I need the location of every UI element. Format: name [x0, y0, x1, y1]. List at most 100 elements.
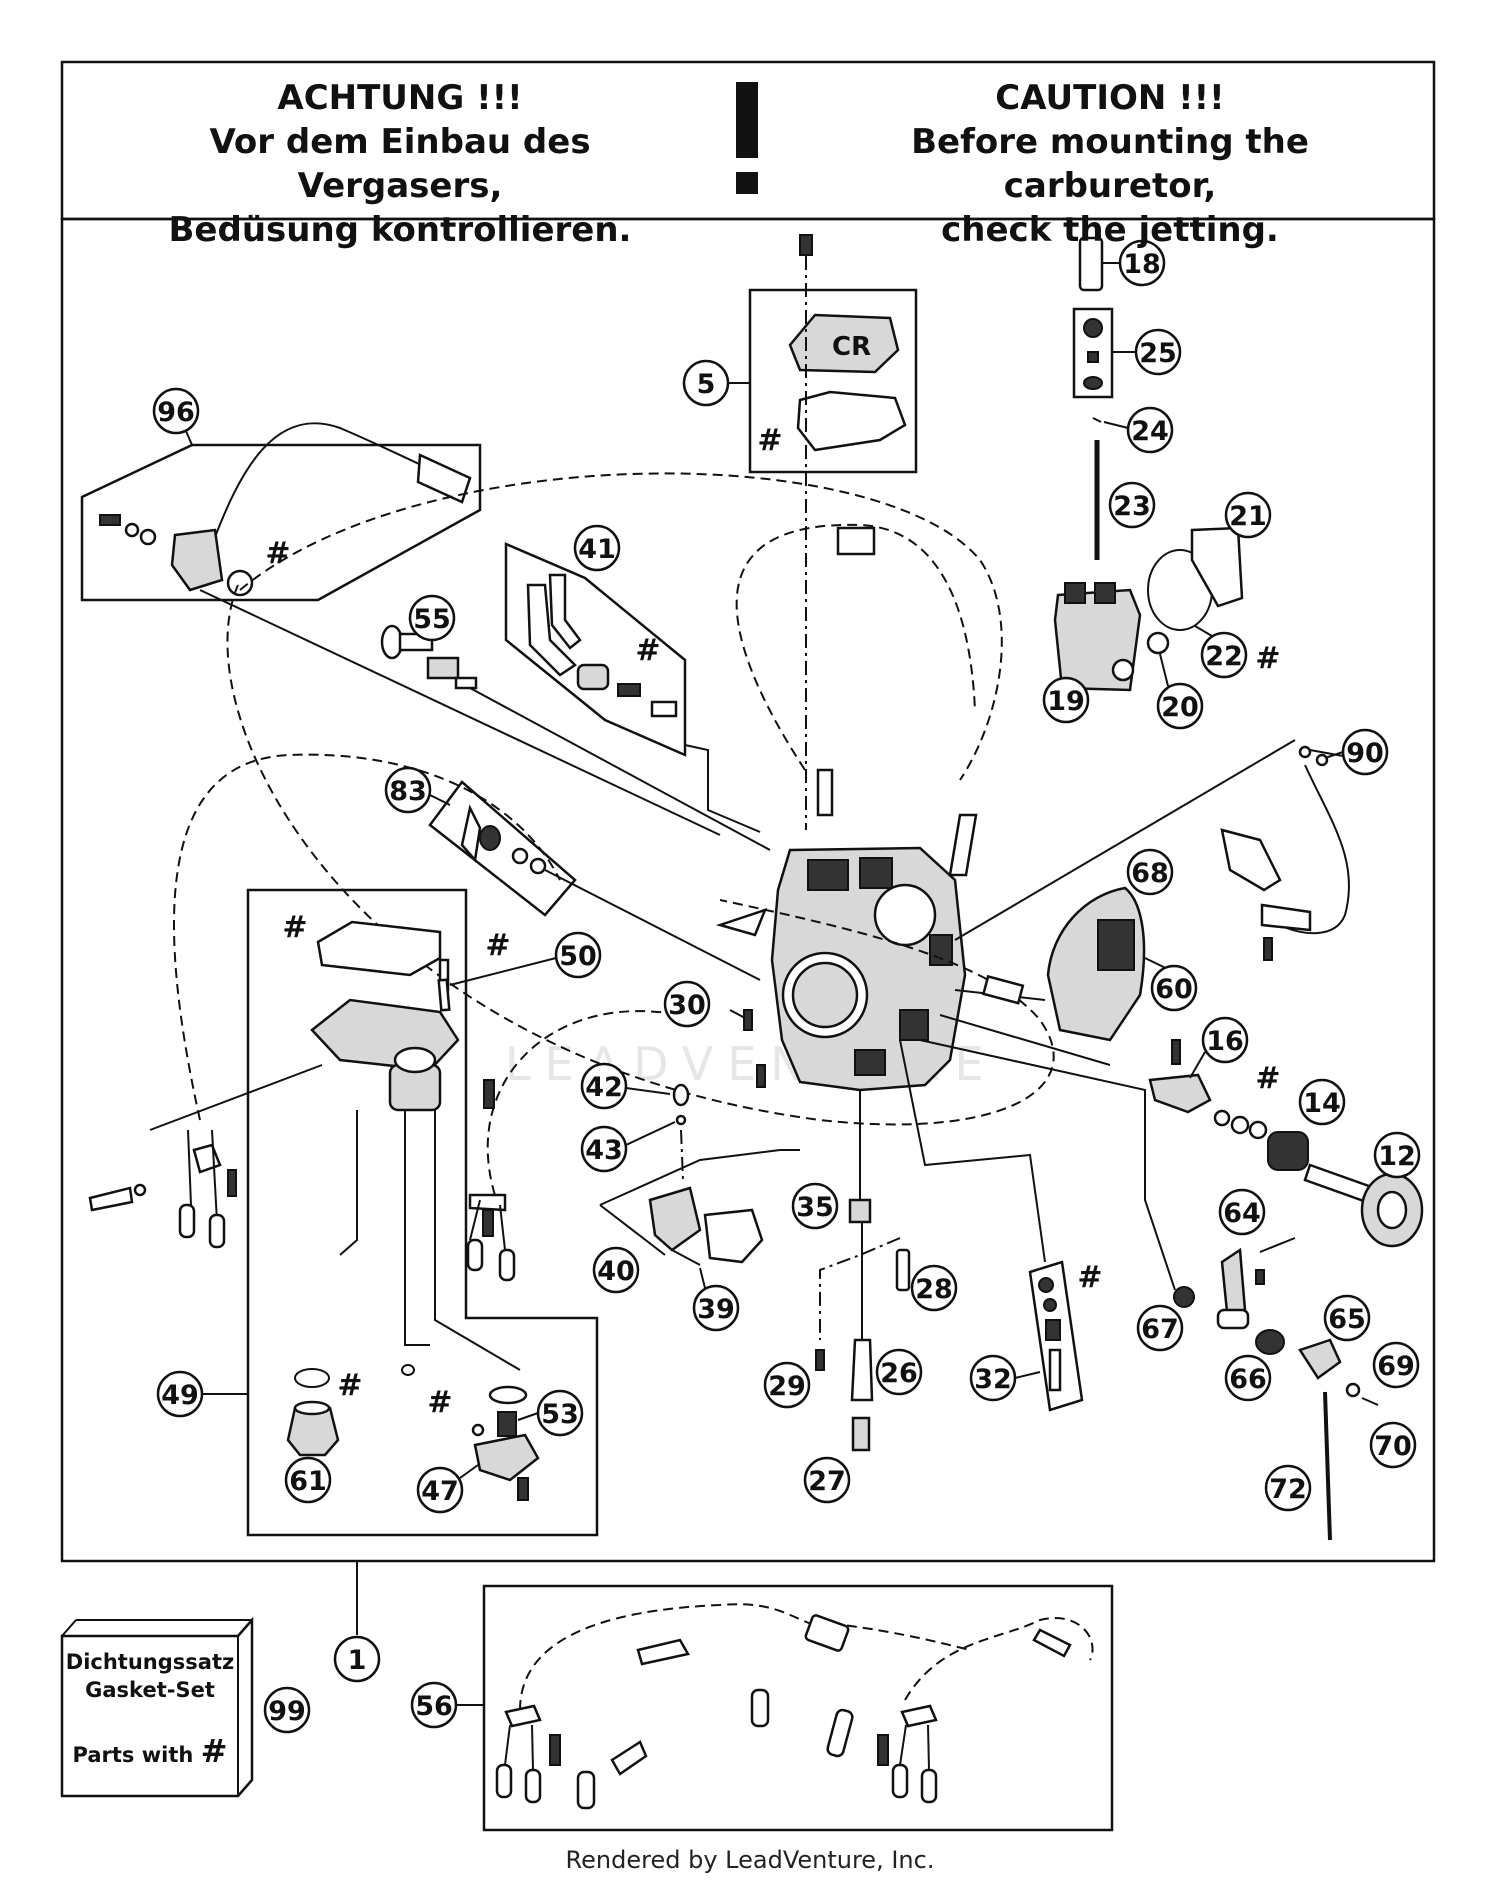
callout-24: 24: [1103, 406, 1174, 454]
callout-19: 19: [1042, 676, 1090, 724]
callout-67: 67: [1136, 1304, 1184, 1352]
part-49-box: [246, 888, 599, 1537]
svg-text:67: 67: [1141, 1314, 1179, 1345]
part-28-screw: [895, 1248, 911, 1292]
part-16-bracket: [1148, 1073, 1212, 1114]
callout-29: 29: [763, 1361, 811, 1409]
callout-30: 30: [663, 980, 711, 1028]
callout-41: 41: [573, 524, 621, 572]
svg-text:72: 72: [1269, 1474, 1307, 1505]
gasket-marker: #: [1255, 641, 1280, 676]
gasket-marker: #: [635, 633, 660, 668]
svg-text:69: 69: [1377, 1351, 1415, 1382]
callout-40: 40: [592, 1246, 640, 1294]
gasket-set-label: Dichtungssatz Gasket-Set KTM Parts with …: [62, 1648, 238, 1772]
gasket-set-line3: Parts with: [72, 1743, 194, 1767]
gasket-marker: #: [427, 1385, 452, 1420]
svg-text:42: 42: [585, 1072, 623, 1103]
svg-text:30: 30: [668, 990, 706, 1021]
callout-16: 16: [1189, 1016, 1249, 1079]
svg-text:43: 43: [585, 1135, 623, 1166]
part-35-jet-holder: [848, 1198, 872, 1224]
svg-text:32: 32: [974, 1364, 1012, 1395]
callout-39: 39: [692, 1267, 740, 1332]
svg-text:16: 16: [1206, 1026, 1244, 1057]
svg-text:22: 22: [1205, 641, 1243, 672]
part-90-cable: [1279, 764, 1350, 935]
callout-64: 64: [1218, 1188, 1266, 1236]
callout-72: 72: [1264, 1464, 1312, 1512]
fitting-pipe: [948, 813, 978, 877]
part-26-needle-jet: [850, 1338, 874, 1402]
callout-96: 96: [152, 387, 200, 446]
part-47-cover: [473, 1433, 540, 1482]
part-83-box: [428, 780, 577, 917]
callout-53: 53: [517, 1389, 584, 1437]
part-32-box: [1028, 1260, 1084, 1412]
part-29-pilot-jet: [815, 1349, 825, 1371]
cover-cr-label: CR: [832, 332, 871, 362]
svg-text:61: 61: [289, 1466, 327, 1497]
gasket-set-line2: Gasket-Set: [85, 1678, 215, 1702]
callout-26: 26: [875, 1348, 923, 1396]
part-20-washer: [1146, 631, 1170, 655]
callout-5: 5: [682, 359, 750, 407]
callout-65: 65: [1323, 1294, 1371, 1342]
svg-text:1: 1: [348, 1645, 367, 1676]
svg-text:27: 27: [808, 1466, 846, 1497]
part-72-rod: [1323, 1391, 1332, 1541]
part-65-block: [1298, 1338, 1342, 1380]
callout-55: 55: [408, 594, 456, 642]
callout-99: 99: [263, 1686, 311, 1734]
part-56-box: [482, 1584, 1114, 1832]
gasket-marker: #: [337, 1368, 362, 1403]
part-96-cable: [211, 422, 433, 546]
svg-text:24: 24: [1131, 416, 1169, 447]
warning-german-heading: ACHTUNG !!!: [277, 78, 523, 118]
svg-text:14: 14: [1303, 1088, 1341, 1119]
warning-english: CAUTION !!! Before mounting the carburet…: [830, 76, 1390, 252]
part-53-oring: [488, 1385, 528, 1405]
callout-22: 22: [1194, 625, 1248, 679]
part-5-box: [748, 288, 918, 474]
svg-text:55: 55: [413, 604, 451, 635]
svg-text:20: 20: [1161, 692, 1199, 723]
gasket-set-brand: KTM: [134, 1710, 166, 1725]
callout-42: 42: [580, 1062, 671, 1110]
svg-text:50: 50: [559, 941, 597, 972]
svg-text:35: 35: [796, 1192, 834, 1223]
callout-50: 50: [449, 931, 602, 986]
callout-27: 27: [803, 1456, 851, 1504]
callout-32: 32: [969, 1354, 1041, 1402]
callout-21: 21: [1224, 491, 1272, 539]
svg-text:96: 96: [157, 397, 195, 428]
gasket-marker: #: [1077, 1260, 1102, 1295]
float-bowl-part: [310, 998, 460, 1112]
svg-text:53: 53: [541, 1399, 579, 1430]
gasket-set-line1: Dichtungssatz: [65, 1650, 235, 1674]
svg-text:18: 18: [1123, 249, 1161, 280]
svg-text:29: 29: [768, 1371, 806, 1402]
callout-61: 61: [284, 1456, 332, 1504]
callout-28: 28: [910, 1264, 958, 1312]
vent-hose-float: [486, 1010, 701, 1211]
part-41-box: [504, 542, 687, 757]
svg-text:26: 26: [880, 1358, 918, 1389]
part-55-screw: [380, 624, 478, 690]
fitting-pipe: [816, 768, 834, 817]
part-14-spring: [1267, 1131, 1309, 1171]
svg-text:28: 28: [915, 1274, 953, 1305]
svg-text:41: 41: [578, 534, 616, 565]
callout-90: 90: [1309, 728, 1389, 776]
callout-1: 1: [333, 1635, 381, 1683]
svg-text:70: 70: [1374, 1431, 1412, 1462]
warning-german-line2: Bedüsung kontrollieren.: [168, 210, 632, 250]
svg-text:60: 60: [1155, 974, 1193, 1005]
vent-hose-right: [735, 523, 976, 771]
callout-47: 47: [416, 1464, 479, 1514]
part-40-float: [648, 1186, 702, 1252]
svg-text:65: 65: [1328, 1304, 1366, 1335]
callout-56: 56: [410, 1681, 484, 1729]
callout-83: 83: [384, 766, 451, 814]
top-cover-part: CR: [788, 313, 907, 452]
